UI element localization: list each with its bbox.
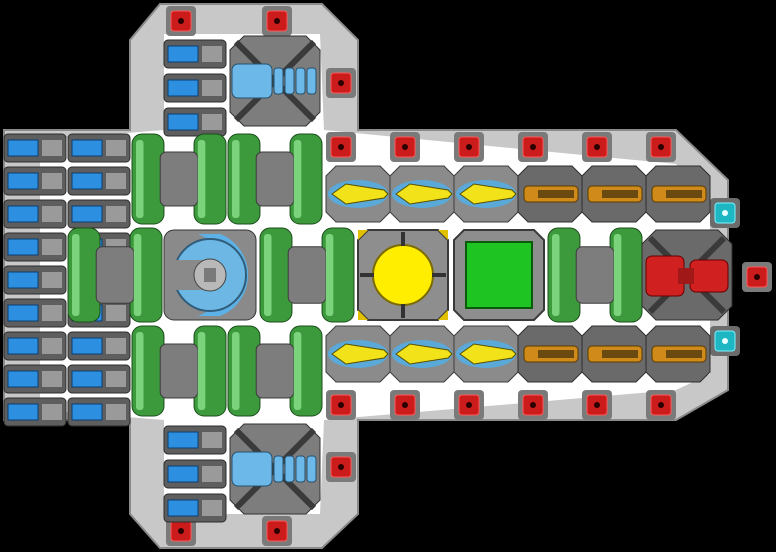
laser-lance[interactable] xyxy=(581,325,647,383)
fuel-tank[interactable] xyxy=(67,227,163,323)
laser-lance[interactable] xyxy=(645,165,711,223)
plasma-cannon[interactable] xyxy=(229,423,321,515)
shield-group xyxy=(710,198,740,356)
battery-cell[interactable] xyxy=(3,331,67,361)
plasma-cannon[interactable] xyxy=(229,35,321,127)
battery-cell[interactable] xyxy=(3,265,67,295)
battery-cell[interactable] xyxy=(3,232,67,262)
sensor-node[interactable] xyxy=(326,390,356,420)
battery-group xyxy=(3,39,227,523)
battery-cell[interactable] xyxy=(163,39,227,69)
laser-lance[interactable] xyxy=(645,325,711,383)
battery-cell[interactable] xyxy=(3,397,67,427)
battery-cell[interactable] xyxy=(3,166,67,196)
laser-lance[interactable] xyxy=(581,165,647,223)
reactor-module[interactable] xyxy=(357,229,449,321)
sensor-node[interactable] xyxy=(262,6,292,36)
fuel-tank-group xyxy=(67,133,643,417)
gatling-group xyxy=(325,165,519,383)
sensor-node[interactable] xyxy=(326,132,356,162)
sensor-node[interactable] xyxy=(518,132,548,162)
battery-cell[interactable] xyxy=(67,364,131,394)
laser-lance[interactable] xyxy=(517,325,583,383)
gatling-turret[interactable] xyxy=(453,165,519,223)
fuel-tank[interactable] xyxy=(547,227,643,323)
battery-cell[interactable] xyxy=(3,364,67,394)
battery-cell[interactable] xyxy=(67,199,131,229)
fuel-tank[interactable] xyxy=(259,227,355,323)
shield-emitter[interactable] xyxy=(710,326,740,356)
cargo-crate-icon xyxy=(465,241,533,309)
gatling-turret[interactable] xyxy=(325,325,391,383)
gatling-turret[interactable] xyxy=(325,165,391,223)
sensor-node[interactable] xyxy=(326,452,356,482)
sensor-node[interactable] xyxy=(326,68,356,98)
fuel-tank[interactable] xyxy=(131,325,227,417)
sensor-node[interactable] xyxy=(454,390,484,420)
sensor-node[interactable] xyxy=(390,390,420,420)
sensor-node[interactable] xyxy=(166,516,196,546)
shield-emitter[interactable] xyxy=(710,198,740,228)
sensor-node[interactable] xyxy=(742,262,772,292)
battery-cell[interactable] xyxy=(67,397,131,427)
sensor-node[interactable] xyxy=(166,6,196,36)
sensor-node[interactable] xyxy=(454,132,484,162)
sensor-node[interactable] xyxy=(646,390,676,420)
sensor-node[interactable] xyxy=(262,516,292,546)
battery-cell[interactable] xyxy=(163,107,227,137)
battery-cell[interactable] xyxy=(163,425,227,455)
sensor-node[interactable] xyxy=(646,132,676,162)
gatling-turret[interactable] xyxy=(389,165,455,223)
battery-cell[interactable] xyxy=(67,331,131,361)
fuel-tank[interactable] xyxy=(227,325,323,417)
gatling-turret[interactable] xyxy=(453,325,519,383)
battery-cell[interactable] xyxy=(67,166,131,196)
sensor-node[interactable] xyxy=(582,132,612,162)
fuel-tank[interactable] xyxy=(227,133,323,225)
sensor-group xyxy=(166,6,772,546)
cargo-bay-module[interactable] xyxy=(453,229,545,321)
laser-lance-group xyxy=(517,165,711,383)
battery-cell[interactable] xyxy=(3,199,67,229)
gatling-turret[interactable] xyxy=(389,325,455,383)
reactor-core-icon xyxy=(372,244,434,306)
battery-cell[interactable] xyxy=(163,73,227,103)
engine-module[interactable] xyxy=(641,229,733,321)
battery-cell[interactable] xyxy=(3,298,67,328)
sensor-node[interactable] xyxy=(390,132,420,162)
cockpit-module[interactable] xyxy=(163,229,257,321)
sensor-node[interactable] xyxy=(582,390,612,420)
battery-cell[interactable] xyxy=(67,133,131,163)
fuel-tank[interactable] xyxy=(131,133,227,225)
laser-lance[interactable] xyxy=(517,165,583,223)
plasma-cannon-group xyxy=(229,35,321,515)
battery-cell[interactable] xyxy=(163,493,227,523)
sensor-node[interactable] xyxy=(518,390,548,420)
battery-cell[interactable] xyxy=(163,459,227,489)
battery-cell[interactable] xyxy=(3,133,67,163)
